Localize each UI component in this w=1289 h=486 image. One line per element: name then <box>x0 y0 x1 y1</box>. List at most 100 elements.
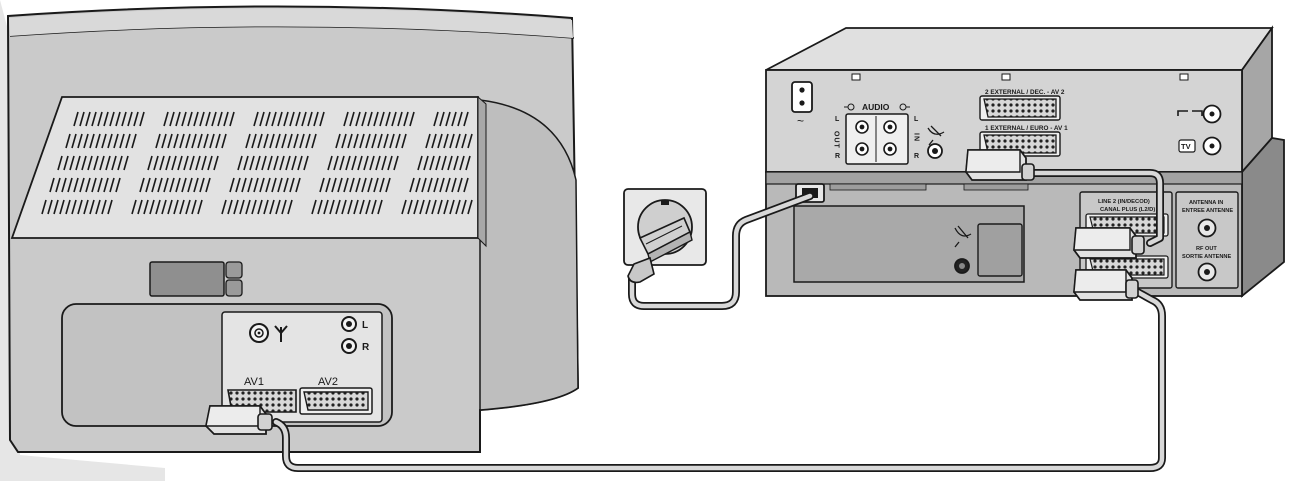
tv-av2-label: AV2 <box>318 376 338 388</box>
vent-slot <box>361 111 367 127</box>
vent-slot <box>451 177 457 193</box>
vent-slot <box>199 111 205 127</box>
vent-slot <box>467 133 473 149</box>
vent-slot <box>337 177 343 193</box>
vent-slot <box>263 199 269 215</box>
vent-slot <box>385 177 391 193</box>
vent-slot <box>317 199 323 215</box>
vent-slot <box>71 199 77 215</box>
vent-slot <box>235 177 241 193</box>
vcr-scart2-label: 2 EXTERNAL / DEC. - AV 2 <box>985 89 1065 96</box>
vent-slot <box>325 177 331 193</box>
vent-slot <box>103 111 109 127</box>
vent-slot <box>425 133 431 149</box>
vent-slot <box>253 177 259 193</box>
vent-slot <box>379 111 385 127</box>
vent-slot <box>349 177 355 193</box>
vent-slot <box>83 133 89 149</box>
vent-slot <box>63 155 69 171</box>
vent-slot <box>197 133 203 149</box>
vent-slot <box>205 111 211 127</box>
vent-slot <box>83 199 89 215</box>
vent-slot <box>131 133 137 149</box>
vent-slot <box>113 133 119 149</box>
vent-slot <box>49 177 55 193</box>
vent-slot <box>345 155 351 171</box>
vcr-upper-top <box>765 27 1274 71</box>
vent-slot <box>297 155 303 171</box>
vent-slot <box>301 111 307 127</box>
vent-slot <box>379 177 385 193</box>
vent-slot <box>367 111 373 127</box>
vent-slot <box>341 133 347 149</box>
vent-slot <box>115 111 121 127</box>
vent-slot <box>455 133 461 149</box>
vent-slot <box>463 177 469 193</box>
vent-slot <box>275 133 281 149</box>
vent-slot <box>105 155 111 171</box>
vent-slot <box>347 199 353 215</box>
vent-slot <box>199 177 205 193</box>
scart-plug-vcr-lower-2 <box>1073 269 1139 301</box>
vcr-scart1-socket <box>983 134 1057 154</box>
vent-slot <box>265 111 271 127</box>
vent-slot <box>239 199 245 215</box>
vcr-lower-cover <box>977 223 1023 277</box>
vent-slot <box>281 199 287 215</box>
vent-slot <box>267 155 273 171</box>
scart-plug-tv <box>205 405 273 435</box>
vent-slot <box>343 177 349 193</box>
vent-slot <box>429 155 435 171</box>
vent-slot <box>287 133 293 149</box>
vent-slot <box>357 155 363 171</box>
vent-slot <box>55 177 61 193</box>
vent-slot <box>449 199 455 215</box>
vent-slot <box>185 133 191 149</box>
vent-slot <box>163 177 169 193</box>
vent-slot <box>401 199 407 215</box>
vent-slot <box>343 111 349 127</box>
vent-slot <box>347 133 353 149</box>
vent-slot <box>205 177 211 193</box>
vent-slot <box>73 111 79 127</box>
vcr-audio-out-label: OUT <box>833 131 840 149</box>
vent-slot <box>191 199 197 215</box>
vent-slot <box>167 199 173 215</box>
power-cable <box>629 193 813 309</box>
vent-slot <box>161 199 167 215</box>
vent-slot <box>213 155 219 171</box>
vcr-audio-out-l: L <box>835 116 840 123</box>
tv-side <box>479 99 579 411</box>
vent-slot <box>71 133 77 149</box>
vent-slot <box>95 133 101 149</box>
vent-slot <box>169 111 175 127</box>
vent-slot <box>353 133 359 149</box>
plugs <box>205 149 1145 435</box>
vent-slot <box>383 133 389 149</box>
vent-slot <box>227 199 233 215</box>
vent-slot <box>57 155 63 171</box>
vent-slot <box>425 199 431 215</box>
vcr-lower-scart-label-1: LINE 2 (IN/DECOD) <box>1098 199 1150 205</box>
vent-slot <box>433 177 439 193</box>
vent-slot <box>251 133 257 149</box>
vent-slot <box>133 111 139 127</box>
vent-slot <box>97 111 103 127</box>
vent-slot <box>401 133 407 149</box>
vent-slot <box>365 199 371 215</box>
vent-slot <box>155 133 161 149</box>
vent-slot <box>67 177 73 193</box>
loop-through-icon <box>1177 110 1203 116</box>
vent-slot <box>171 155 177 171</box>
vent-slot <box>353 199 359 215</box>
vent-slot <box>355 111 361 127</box>
vent-slot <box>207 155 213 171</box>
vcr-antenna-panel <box>1175 191 1239 289</box>
vent-slot <box>443 199 449 215</box>
vent-slot <box>173 199 179 215</box>
vent-slot <box>197 199 203 215</box>
vent-slot <box>75 155 81 171</box>
vent-slot <box>439 111 445 127</box>
tv-audio-left-label: L <box>362 320 368 331</box>
tv-badge <box>1178 139 1196 153</box>
